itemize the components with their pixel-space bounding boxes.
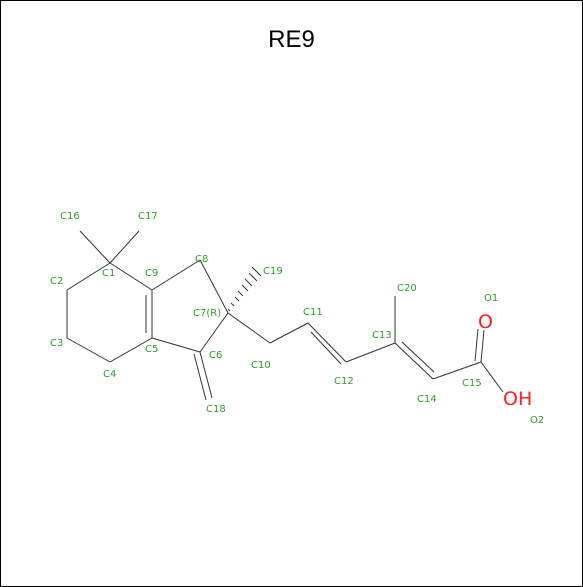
bond-c15-o1 <box>480 329 485 363</box>
atom-label-c13: C13 <box>372 330 392 341</box>
molecule-title: RE9 <box>268 26 315 53</box>
atom-label-c6: C6 <box>209 350 222 361</box>
bond-c11-c12 <box>307 322 347 363</box>
hydroxyl-symbol: OH <box>503 388 532 410</box>
oxygen-double-symbol: O <box>478 311 493 333</box>
bond-c1-c16 <box>79 230 111 264</box>
bond-c1-c2 <box>66 262 111 291</box>
bond-c14-c15 <box>432 361 482 380</box>
bond-c6-c18-double <box>193 353 207 401</box>
bond-c8-c7 <box>199 259 229 314</box>
atom-label-c7: C7(R) <box>193 308 221 319</box>
atom-label-o1: O1 <box>484 293 498 304</box>
atom-label-o2: O2 <box>530 415 544 426</box>
bond-c6-c5 <box>151 337 201 353</box>
bond-c3-c4 <box>66 337 111 363</box>
bond-c15-o2 <box>480 361 504 393</box>
atom-labels: C16 C17 C1 C9 C8 C19 C2 C7(R) C3 C5 C6 C… <box>50 211 544 426</box>
atom-label-c14: C14 <box>417 394 437 405</box>
bond-c12-c13 <box>345 342 396 363</box>
atom-label-c2: C2 <box>50 276 63 287</box>
atom-label-c17: C17 <box>138 211 158 222</box>
bond-c6-c18 <box>199 351 213 399</box>
atom-label-c8: C8 <box>195 254 208 265</box>
bond-c15-o1-double <box>474 328 479 362</box>
bond-lines <box>66 230 504 401</box>
bond-c7-c10 <box>227 312 271 344</box>
atom-label-c1: C1 <box>102 268 115 279</box>
bond-c11-c12-double <box>310 331 342 365</box>
bond-c4-c5 <box>109 337 153 363</box>
heteroatom-symbols: O OH <box>478 311 532 410</box>
atom-label-c18: C18 <box>206 404 226 415</box>
stereo-hash-wedge <box>227 266 262 312</box>
atom-label-c11: C11 <box>303 307 323 318</box>
bond-c13-c14-double <box>401 341 435 373</box>
atom-label-c20: C20 <box>397 283 417 294</box>
bond-c13-c14 <box>394 342 434 380</box>
bond-c10-c11 <box>269 322 309 344</box>
atom-label-c10: C10 <box>251 360 271 371</box>
atom-label-c15: C15 <box>462 378 482 389</box>
atom-label-c9: C9 <box>145 268 158 279</box>
atom-label-c4: C4 <box>103 369 116 380</box>
bond-c1-c17 <box>109 230 140 264</box>
bond-c9-c1 <box>109 262 153 291</box>
atom-label-c12: C12 <box>334 376 354 387</box>
bond-c7-c6 <box>199 312 229 353</box>
atom-label-c3: C3 <box>50 338 63 349</box>
atom-label-c19: C19 <box>263 266 283 277</box>
atom-label-c16: C16 <box>60 211 80 222</box>
bond-c9-c8 <box>151 259 201 291</box>
atom-label-c5: C5 <box>145 344 158 355</box>
